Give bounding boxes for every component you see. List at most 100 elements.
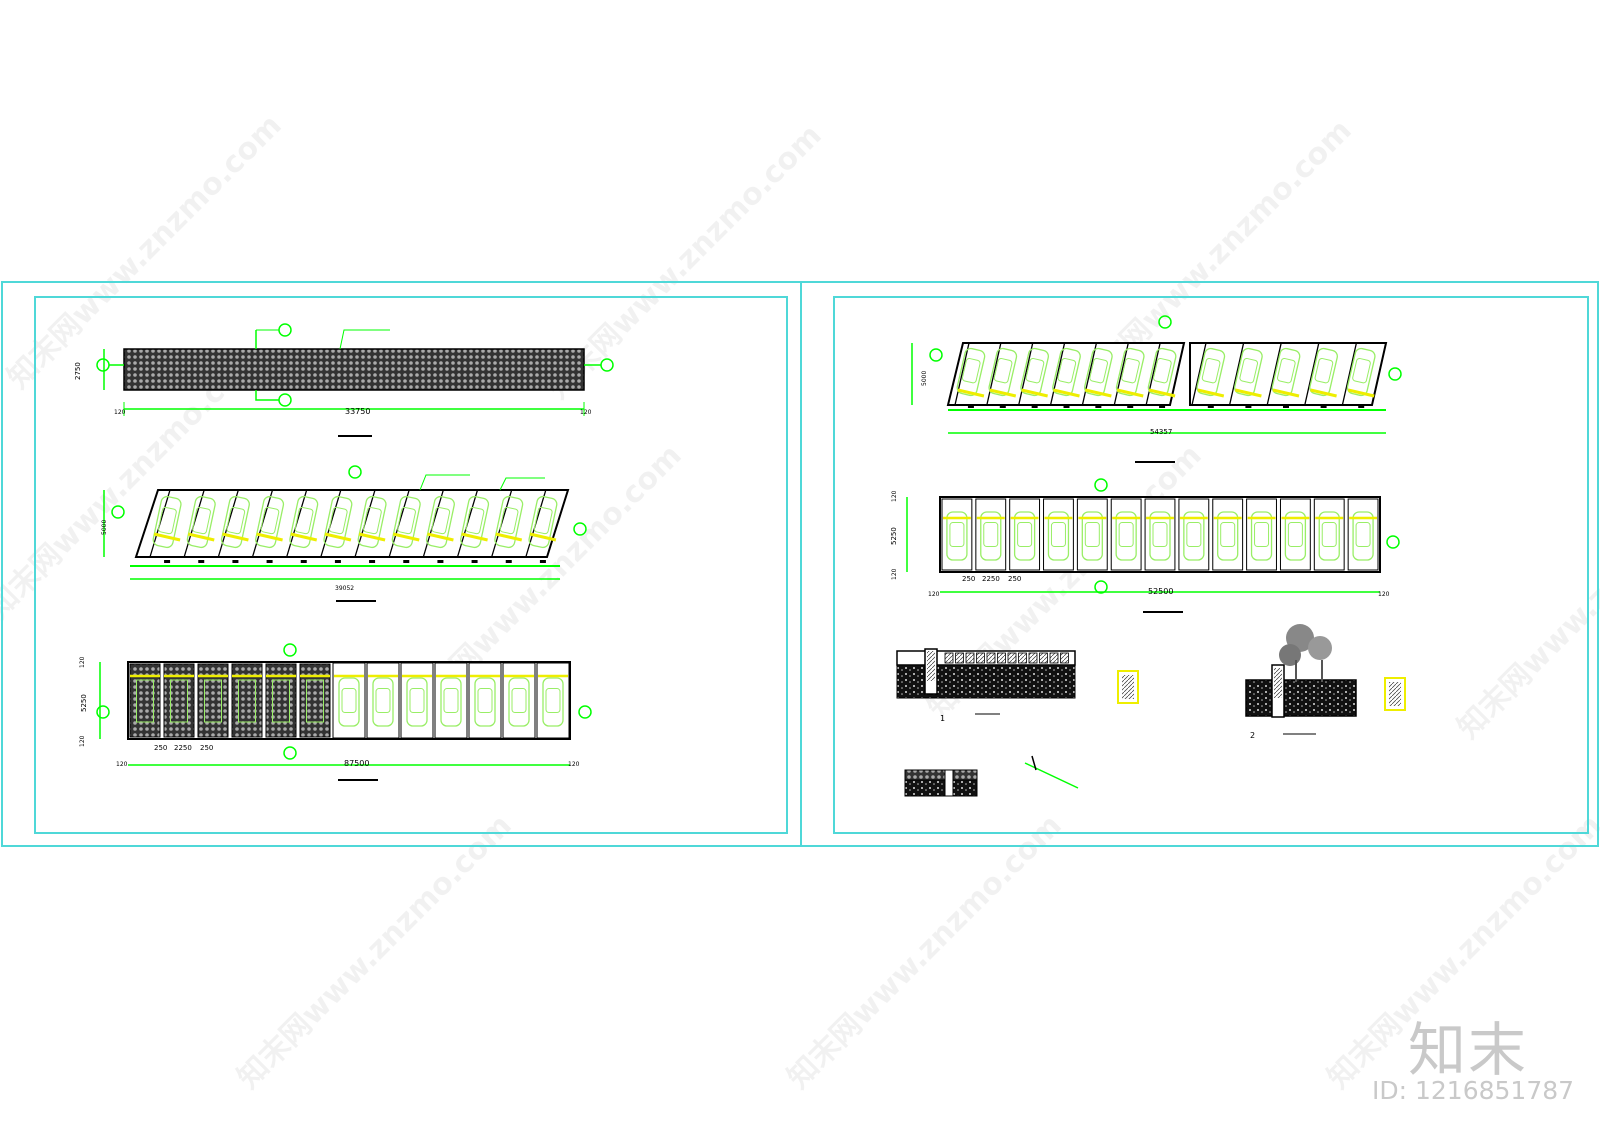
car-icon <box>1250 511 1273 561</box>
tree-icon <box>1308 636 1332 660</box>
car-icon <box>1052 347 1081 397</box>
dim-edge-right: 120 <box>1378 591 1390 598</box>
bay-divider <box>1081 342 1098 406</box>
bay-divider <box>954 342 970 406</box>
car-icon <box>1352 511 1374 561</box>
dim-depth: 5250 <box>80 694 88 712</box>
section-mark-icon <box>578 705 592 719</box>
bay-divider <box>1145 342 1161 406</box>
car-icon <box>1081 511 1103 561</box>
paver-block <box>986 652 996 664</box>
striped-bay <box>536 662 570 739</box>
car-icon <box>170 679 188 723</box>
detail-section-1: 1 <box>896 648 1076 723</box>
dim-bay-edge: 250 <box>962 575 975 583</box>
section-mark-icon <box>96 705 110 719</box>
section-mark-icon <box>348 465 362 479</box>
tree-icon <box>1279 644 1301 666</box>
dim-depth: 2750 <box>74 362 82 380</box>
paver-block <box>965 652 975 664</box>
dim-edge-bottom: 120 <box>891 568 898 580</box>
car-icon <box>255 495 285 549</box>
section-mark-icon <box>278 323 292 337</box>
bay-divider <box>1266 342 1282 406</box>
section-mark-icon <box>573 522 587 536</box>
section-mark-icon <box>1386 535 1400 549</box>
paver-block <box>955 652 964 664</box>
car-icon <box>186 495 216 549</box>
wheel-stop <box>358 532 386 542</box>
car-icon <box>1346 347 1376 397</box>
curb-marker <box>1031 405 1038 408</box>
plan-angled-parking-right: 54357 5000 <box>911 315 1402 463</box>
car-icon <box>528 495 558 549</box>
dim-edge-bottom: 120 <box>79 735 86 747</box>
car-icon <box>152 495 182 549</box>
wheel-stop <box>529 532 557 542</box>
car-icon <box>946 511 968 561</box>
car-icon <box>460 495 490 549</box>
wheel-stop <box>1235 388 1262 398</box>
dim-total: 87500 <box>344 759 369 768</box>
dim-bay-edge: 250 <box>200 744 213 752</box>
curb-marker <box>164 560 171 563</box>
detail-label-2: 2 <box>1250 731 1255 740</box>
car-icon <box>1217 511 1239 561</box>
paver-block <box>1018 652 1027 664</box>
curb-marker <box>437 560 444 563</box>
paver-block <box>1007 652 1017 664</box>
wheel-stop <box>1148 388 1176 398</box>
sheet-right-frame <box>833 296 1589 834</box>
wheel-stop <box>1310 388 1337 398</box>
car-icon <box>1318 511 1340 561</box>
car-icon <box>136 679 154 723</box>
car-icon <box>204 679 222 723</box>
curb-marker <box>266 560 273 563</box>
wheel-stop <box>290 532 318 542</box>
bay-divider <box>1049 342 1066 406</box>
car-icon <box>220 495 250 549</box>
wheel-stop <box>957 388 985 398</box>
dim-bay-edge: 250 <box>154 744 167 752</box>
dim-edge-left: 120 <box>114 409 126 416</box>
curb-marker <box>232 560 239 563</box>
car-icon <box>440 677 462 727</box>
dim-bay-width: 2250 <box>174 744 192 752</box>
car-icon <box>1020 347 1050 397</box>
curb-marker <box>1095 405 1102 408</box>
section-mark-icon <box>96 358 110 372</box>
car-icon <box>1149 511 1171 561</box>
car-icon <box>1115 511 1137 561</box>
wheel-stop <box>153 532 181 542</box>
image-id-label: ID: 1216851787 <box>1372 1076 1575 1105</box>
dim-bay-width: 2250 <box>982 575 1000 583</box>
curb-marker <box>471 560 478 563</box>
wheel-stop <box>187 532 215 542</box>
bay-divider <box>1304 342 1320 406</box>
detail-label-1: 1 <box>940 714 945 723</box>
wheel-stop <box>427 532 454 542</box>
detail-curb-small-2 <box>1384 677 1406 711</box>
dim-total: 39052 <box>335 585 354 592</box>
dim-depth: 5000 <box>101 520 108 535</box>
section-mark-icon <box>283 746 297 760</box>
curb-marker <box>1063 405 1070 408</box>
car-icon <box>474 677 496 727</box>
paver-block <box>976 652 985 664</box>
curb-marker <box>1159 405 1166 408</box>
curb-marker <box>369 560 376 563</box>
bay-divider <box>986 342 1002 406</box>
wheel-stop <box>1272 388 1300 398</box>
section-mark-icon <box>1094 478 1108 492</box>
curb-marker <box>403 560 410 563</box>
car-icon <box>508 677 530 727</box>
car-icon <box>406 677 428 727</box>
dim-total: 33750 <box>345 407 370 416</box>
striped-bay <box>468 662 502 739</box>
curb-marker <box>198 560 205 563</box>
curb-marker <box>1283 405 1289 408</box>
car-icon <box>1047 511 1070 561</box>
section-mark-icon <box>1388 367 1402 381</box>
dim-depth: 5250 <box>890 527 898 545</box>
dim-edge-right: 120 <box>580 409 592 416</box>
